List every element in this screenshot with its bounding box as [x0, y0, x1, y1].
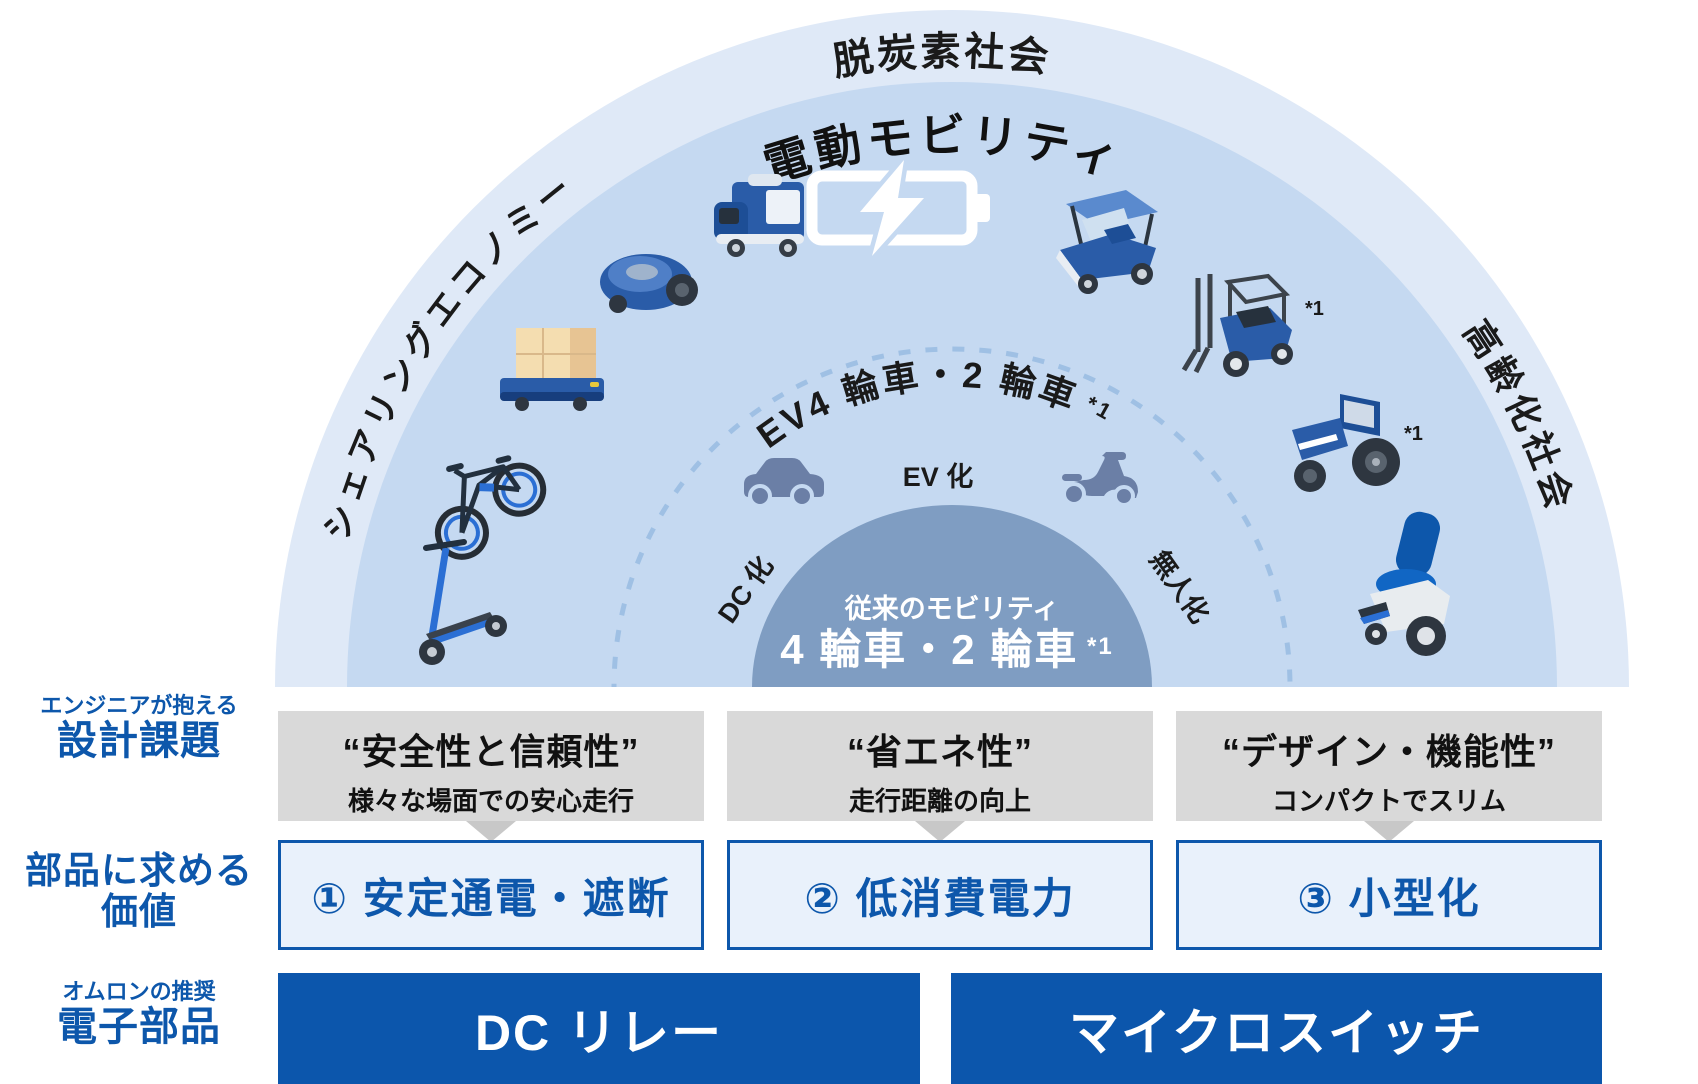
parts-row-label: オムロンの推奨 電子部品 — [0, 979, 278, 1049]
challenge-box-energy: “省エネ性” 走行距離の向上 — [727, 711, 1153, 821]
mobility-arc-diagram: シェアリングエコノミー 脱炭素社会 高齢化社会 電動モビリティ EV4 輪車・2… — [275, 10, 1629, 687]
value-box-low-power: ② 低消費電力 — [727, 840, 1153, 950]
value-box-stable-conduction: ① 安定通電・遮断 — [278, 840, 704, 950]
parts-row-label-large: 電子部品 — [57, 1004, 221, 1049]
challenge-box-design: “デザイン・機能性” コンパクトでスリム — [1176, 711, 1602, 821]
design-row-label-small: エンジニアが抱える — [40, 693, 238, 718]
challenge-title: “省エネ性” — [846, 731, 1033, 772]
core-semicircle — [752, 505, 1152, 687]
tractor-footnote: *1 — [1404, 423, 1423, 445]
scooter-pictogram-icon — [1062, 452, 1138, 507]
value-box-miniaturization: ③ 小型化 — [1176, 840, 1602, 950]
car-pictogram-icon — [744, 458, 824, 508]
value-row-label-line2: 価値 — [101, 891, 177, 933]
challenge-subtitle: 様々な場面での安心走行 — [347, 786, 634, 816]
core-title: 4 輪車・2 輪車 *1 — [780, 626, 1113, 673]
forklift-icon — [1181, 273, 1293, 377]
challenge-title: “デザイン・機能性” — [1221, 731, 1556, 772]
pallet-carrier-icon — [500, 328, 604, 411]
battery-charging-icon — [806, 155, 990, 261]
delivery-van-icon — [714, 174, 804, 257]
down-arrow-icon — [915, 821, 965, 842]
label-ev-ka: EV 化 — [903, 462, 974, 492]
challenge-title: “安全性と信頼性” — [342, 731, 640, 772]
challenge-box-safety: “安全性と信頼性” 様々な場面での安心走行 — [278, 711, 704, 821]
kick-scooter-icon — [419, 539, 507, 665]
robot-mower-icon — [600, 254, 698, 313]
challenge-subtitle: 走行距離の向上 — [848, 786, 1031, 816]
core-footnote: *1 — [1078, 633, 1113, 660]
challenge-subtitle: コンパクトでスリム — [1271, 786, 1506, 816]
design-row-label: エンジニアが抱える 設計課題 — [0, 693, 278, 763]
component-bar-dc-relay: DC リレー — [278, 973, 920, 1084]
parts-row-label-small: オムロンの推奨 — [62, 979, 216, 1004]
value-row-label-line1: 部品に求める — [25, 850, 253, 891]
tractor-icon — [1292, 394, 1400, 492]
core-caption: 従来のモビリティ — [844, 594, 1059, 624]
down-arrow-icon — [466, 821, 516, 842]
e-bike-icon — [434, 455, 547, 560]
value-row-label: 部品に求める 価値 — [0, 850, 278, 933]
forklift-footnote: *1 — [1305, 298, 1324, 320]
golf-cart-icon — [1056, 190, 1158, 294]
electric-wheelchair-icon — [1358, 511, 1450, 656]
down-arrow-icon — [1364, 821, 1414, 842]
design-row-label-large: 設計課題 — [57, 718, 221, 763]
component-bar-microswitch: マイクロスイッチ — [951, 973, 1602, 1084]
